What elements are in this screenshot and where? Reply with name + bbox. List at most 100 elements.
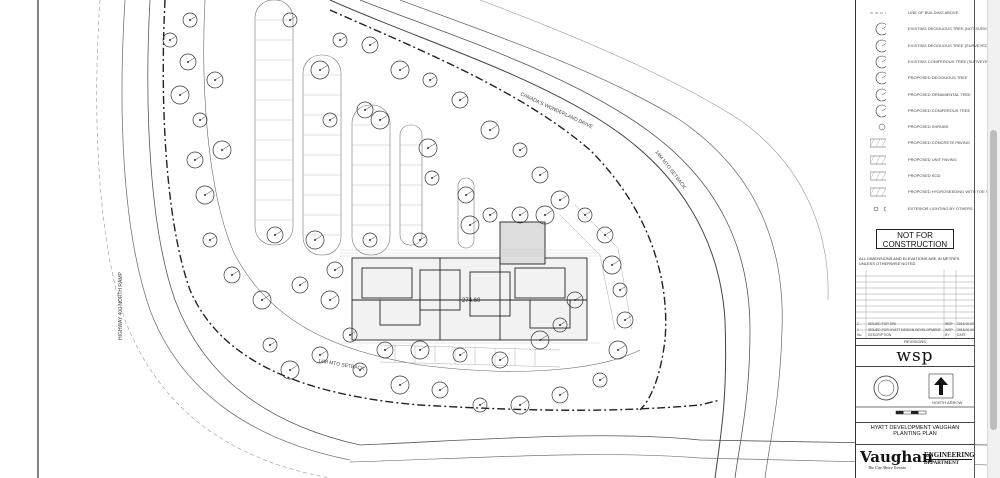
tree-leader-line [339,36,346,41]
tree-leader-line [169,36,176,41]
tree-icon [291,276,309,294]
existing-coniferous-tree-icon [875,55,886,69]
tree-leader-line [419,236,426,241]
tree-leader-line [289,365,298,371]
tree-trunk-dot [299,284,301,286]
tree-trunk-dot [539,339,541,341]
tree-leader-line [369,40,377,46]
legend-item: PROPOSED CONCRETE PAVING [856,132,974,154]
tree-leader-line [624,315,632,321]
vertical-scrollbar[interactable] [987,0,1000,478]
tree-trunk-dot [289,19,291,21]
tree-trunk-dot [617,349,619,351]
tree-leader-line [334,265,342,271]
tree-trunk-dot [214,79,216,81]
tree-icon [616,311,634,329]
tree-leader-line [384,345,392,351]
hotel-building [351,221,588,341]
tree-icon [206,71,224,89]
legend-item: PROPOSED SHRUBS [856,116,974,138]
legend-item: PROPOSED SOD [856,165,974,187]
tree-leader-line [399,65,408,71]
legend-label: PROPOSED CONCRETE PAVING [908,140,970,146]
dept-logo-line-2: DEPARTMENT [924,461,960,466]
tree-trunk-dot [334,269,336,271]
project-title: HYATT DEVELOPMENT VAUGHAN [856,422,974,432]
tree-icon [511,206,529,224]
ramp-edge-inner [147,0,361,446]
tree-trunk-dot [329,299,331,301]
tree-trunk-dot [319,354,321,356]
tree-leader-line [617,345,626,351]
tree-icon [362,232,378,248]
tree-icon [535,205,555,225]
tree-icon [412,232,428,248]
tree-icon [512,142,528,158]
building-above-line [870,12,886,14]
tree-icon [390,60,410,80]
ramp-label: HIGHWAY 400 NORTH RAMP [118,271,124,340]
city-logo-tagline: The City Above Toronto [868,465,906,470]
proposed-coniferous-tree-icon [875,104,886,118]
seal-and-north-box: NORTH ARROW [856,366,974,407]
tree-leader-line [419,345,428,351]
tree-icon [252,290,272,310]
tree-icon [457,186,475,204]
tree-leader-line [519,400,528,406]
tree-trunk-dot [431,177,433,179]
tree-trunk-dot [384,349,386,351]
tree-trunk-dot [199,119,201,121]
tree-leader-line [519,210,527,216]
tree-trunk-dot [465,194,467,196]
tree-trunk-dot [544,214,546,216]
tree-leader-line [431,174,438,179]
tree-trunk-dot [399,384,401,386]
tree-trunk-dot [624,319,626,321]
unit-paving-hatch [870,155,886,164]
not-for-construction-stamp: NOT FOR CONSTRUCTION [876,229,954,249]
revision-date: 2018.00.00 [957,327,974,332]
tree-trunk-dot [574,299,576,301]
tree-icon [480,120,500,140]
tree-leader-line [459,95,467,101]
tree-icon [266,226,284,244]
tree-trunk-dot [221,149,223,151]
professional-seal-icon [873,375,899,401]
tree-leader-line [465,190,473,196]
east-parking-row [559,204,633,331]
tree-trunk-dot [429,79,431,81]
tree-leader-line [427,143,436,149]
dept-logo-line-1: ENGINEERING [924,451,975,460]
scrollbar-thumb[interactable] [990,130,997,430]
tree-trunk-dot [459,354,461,356]
tree-trunk-dot [364,109,366,111]
finished-floor-elevation: 274.60 [462,298,481,304]
tree-trunk-dot [204,194,206,196]
tree-leader-line [619,286,626,291]
tree-leader-line [584,211,591,216]
tree-leader-line [611,260,620,266]
tree-icon [310,60,330,80]
tree-leader-line [559,390,567,396]
tree-icon [602,255,622,275]
revision-date: 2018.00.00 [957,322,974,326]
tree-trunk-dot [289,369,291,371]
legend-item: PROPOSED DECIDUOUS TREE [856,67,974,89]
tree-leader-line [314,235,323,241]
tree-icon [451,91,469,109]
legend-label: PROPOSED ORNAMENTAL TREE [908,91,971,97]
tree-icon [195,185,215,205]
tree-icon [530,330,550,350]
revision-by: WSP [945,322,953,326]
concrete-paving-hatch [870,139,886,148]
tree-trunk-dot [359,369,361,371]
revision-desc: ISSUED FOR HYATT DESIGN DEVELOPMENT [868,327,941,332]
tree-icon [332,32,348,48]
east-drive-edge-4 [479,0,829,301]
tree-trunk-dot [314,239,316,241]
tree-leader-line [429,76,436,81]
tree-leader-line [359,366,366,371]
tree-icon [390,375,410,395]
tree-leader-line [574,295,582,301]
